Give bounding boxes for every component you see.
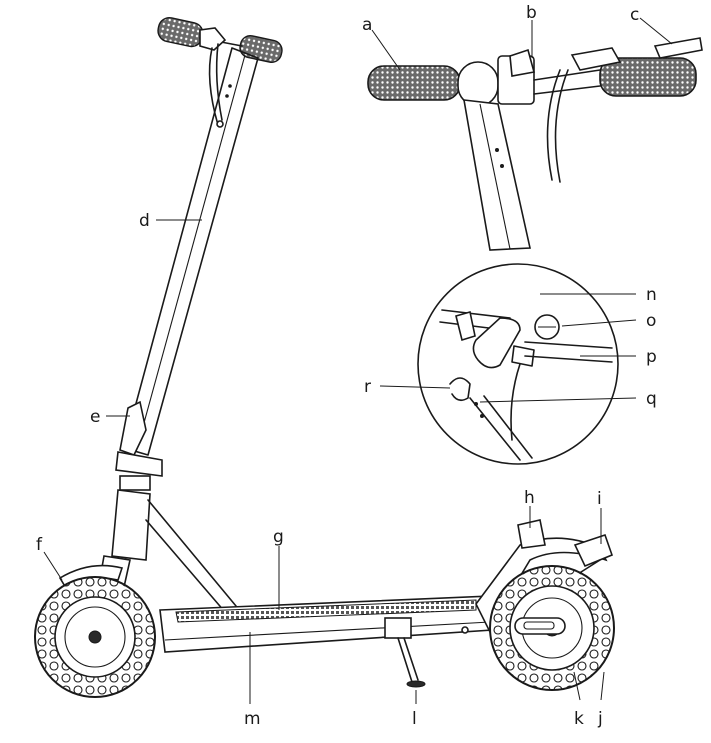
leader-lines	[43, 17, 673, 704]
label-k: k	[574, 709, 584, 729]
label-g: g	[273, 527, 284, 547]
part-labels: a b c d e f g h i j k l m n o p q r	[36, 3, 657, 729]
handlebar-detail	[367, 37, 703, 251]
label-n: n	[646, 285, 657, 305]
leader-r	[379, 385, 451, 389]
rear-assembly	[475, 519, 614, 634]
label-p: p	[646, 347, 657, 367]
label-a: a	[362, 15, 372, 35]
label-b: b	[526, 3, 537, 23]
label-f: f	[36, 535, 43, 555]
label-r: r	[364, 377, 371, 397]
leader-j	[600, 671, 605, 701]
folding-latch	[115, 400, 163, 491]
leader-c	[639, 17, 673, 45]
leader-o	[561, 319, 637, 327]
leader-q	[479, 397, 637, 403]
frame-tube	[145, 519, 226, 613]
scooter-main	[34, 17, 615, 698]
frame-tube-2	[147, 499, 237, 607]
leader-k	[573, 671, 581, 701]
handlebar-main	[157, 17, 283, 128]
label-d: d	[139, 211, 150, 231]
kickstand	[384, 617, 426, 688]
label-c: c	[630, 5, 639, 25]
label-h: h	[524, 488, 535, 508]
label-o: o	[646, 311, 656, 331]
leader-f	[43, 551, 63, 581]
label-j: j	[597, 709, 603, 729]
deck	[159, 595, 493, 653]
front-wheel	[34, 576, 156, 698]
label-e: e	[90, 407, 100, 427]
leader-a	[371, 29, 401, 71]
steering-column	[123, 47, 259, 456]
label-q: q	[646, 389, 657, 409]
label-l: l	[412, 709, 417, 729]
label-m: m	[244, 709, 261, 729]
rear-wheel	[489, 565, 615, 691]
label-i: i	[597, 489, 602, 509]
brake-detail-circle	[417, 263, 619, 465]
